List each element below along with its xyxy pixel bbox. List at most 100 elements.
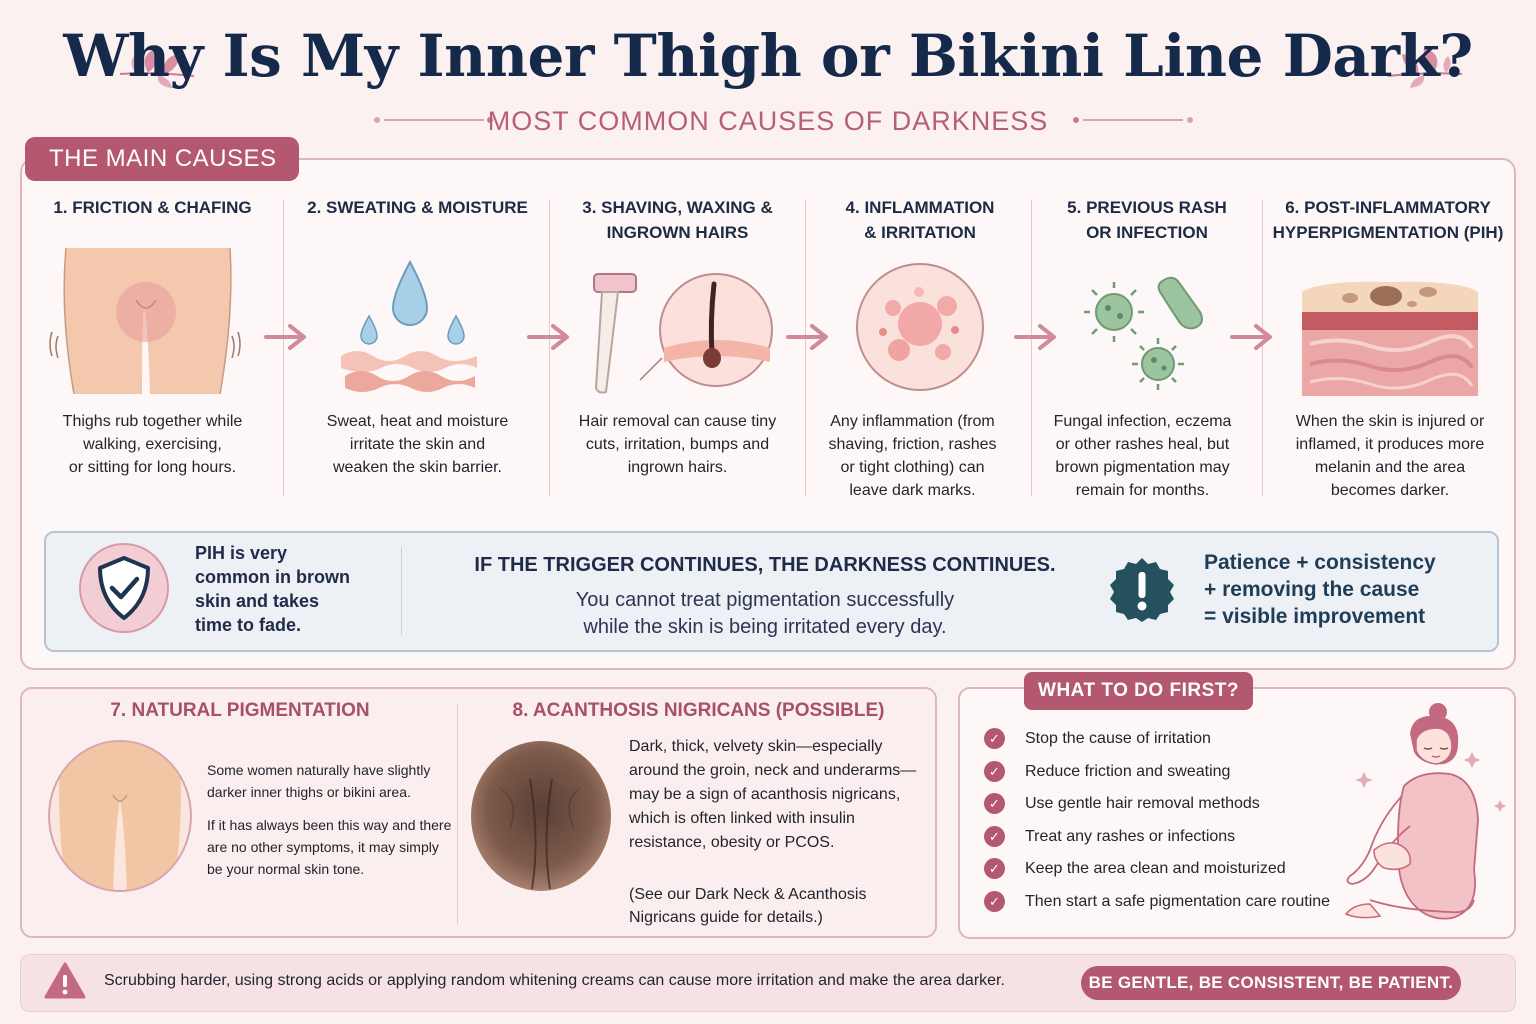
cause-title: 3. SHAVING, WAXING & [582, 198, 773, 217]
cause-text-line: Sweat, heat and moisture [326, 413, 509, 430]
column-divider [283, 200, 284, 496]
cause-text-line: remain for months. [1075, 482, 1210, 499]
todo-item: ✓ Stop the cause of irritation [984, 727, 1384, 751]
strip-divider [401, 547, 402, 635]
thighs-friction-icon [49, 247, 241, 395]
page-title: Why Is My Inner Thigh or Bikini Line Dar… [63, 22, 1473, 90]
cause-text-line: brown pigmentation may [1055, 459, 1230, 476]
todo-item: ✓ Use gentle hair removal methods [984, 792, 1384, 816]
velvety-skin-icon [471, 741, 611, 891]
natural-pigmentation-title: 7. NATURAL PIGMENTATION [110, 700, 370, 721]
acanthosis-guide-note: (See our Dark Neck & Acanthosis Nigrican… [629, 886, 867, 926]
cause-friction: 1. FRICTION & CHAFING [30, 195, 275, 220]
cause-text-line: walking, exercising, [83, 436, 222, 453]
check-icon: ✓ [984, 858, 1005, 880]
trigger-text-line: You cannot treat pigmentation successful… [575, 589, 955, 611]
cause-shaving: 3. SHAVING, WAXING & INGROWN HAIRS [555, 195, 800, 245]
subtitle-rule-left [374, 117, 493, 123]
patience-line: + removing the cause [1204, 578, 1420, 601]
cause-title: 6. POST-INFLAMMATORY [1285, 198, 1491, 217]
skin-layers-icon [1302, 281, 1478, 396]
acanthosis-title: 8. ACANTHOSIS NIGRICANS (POSSIBLE) [512, 700, 885, 721]
check-icon: ✓ [984, 728, 1005, 750]
natural-skin-icon [48, 740, 192, 892]
cause-title: 1. FRICTION & CHAFING [53, 198, 252, 217]
page-subtitle: MOST COMMON CAUSES OF DARKNESS [487, 106, 1049, 136]
section-tag-what-to-do: WHAT TO DO FIRST? [1024, 672, 1253, 710]
cause-title: 4. INFLAMMATION [845, 198, 995, 217]
panel-divider [457, 704, 458, 924]
footer-motto-pill: BE GENTLE, BE CONSISTENT, BE PATIENT. [1081, 966, 1461, 1000]
cause-text-block: Any inflammation (from shaving, friction… [810, 410, 1015, 502]
cause-sweating: 2. SWEATING & MOISTURE [290, 195, 545, 220]
cause-title: 2. SWEATING & MOISTURE [307, 198, 528, 217]
check-icon: ✓ [984, 793, 1005, 815]
cause-text-line: melanin and the area [1314, 459, 1466, 476]
natural-pigmentation-text: If it has always been this way and there… [207, 817, 452, 877]
check-icon: ✓ [984, 761, 1005, 783]
cause-text-line: Hair removal can cause tiny [578, 413, 777, 430]
pih-note-line: PIH is very [195, 543, 288, 563]
cause-text-line: inflamed, it produces more [1295, 436, 1485, 453]
warning-triangle-icon [44, 962, 86, 999]
todo-item: ✓ Keep the area clean and moisturized [984, 857, 1384, 881]
leaf-sprig-icon [119, 48, 195, 88]
section-tag-main-causes: THE MAIN CAUSES [25, 137, 299, 181]
cause-text-line: weaken the skin barrier. [333, 459, 502, 476]
check-icon: ✓ [984, 826, 1005, 848]
cause-text-line: or other rashes heal, but [1055, 436, 1230, 453]
cause-title: HYPERPIGMENTATION (PIH) [1272, 223, 1504, 242]
column-divider [1031, 200, 1032, 496]
subtitle-rule-right [1073, 117, 1193, 123]
column-divider [1262, 200, 1263, 496]
cause-text-line: or sitting for long hours. [68, 459, 237, 476]
todo-item: ✓Reduce friction and sweating [984, 760, 1384, 784]
todo-item: ✓ Treat any rashes or infections [984, 825, 1384, 849]
todo-item-label: Stop the cause of irritation [1025, 730, 1211, 747]
todo-item-label: Use gentle hair removal methods [1025, 795, 1260, 812]
pih-note-line: common in brown [195, 567, 350, 587]
cause-text-line: or tight clothing) can [840, 459, 985, 476]
arrow-right-icon [786, 324, 828, 350]
todo-item-label: Then start a safe pigmentation care rout… [1025, 893, 1331, 910]
acanthosis-text: Dark, thick, velvety skin—especially aro… [629, 738, 917, 851]
todo-item: ✓ Then start a safe pigmentation care rou… [984, 890, 1384, 914]
pih-note: PIH is very common in brown skin and tak… [195, 541, 395, 637]
pih-note-line: skin and takes [195, 591, 320, 611]
microbe-icon [1084, 276, 1203, 390]
cause-title: & IRRITATION [864, 223, 976, 242]
cause-text-line: When the skin is injured or [1295, 413, 1485, 430]
cause-text-line: Fungal infection, eczema [1053, 413, 1232, 430]
cause-title: OR INFECTION [1086, 223, 1208, 242]
arrow-right-icon [1014, 324, 1056, 350]
cause-title: 5. PREVIOUS RASH [1067, 198, 1227, 217]
cause-text-line: shaving, friction, rashes [828, 436, 997, 453]
arrow-right-icon [264, 324, 306, 350]
cause-text-line: cuts, irritation, bumps and [585, 436, 770, 453]
patience-line: Patience + consistency [1204, 551, 1436, 574]
inflamed-skin-icon [856, 263, 984, 391]
trigger-text-line: while the skin is being irritated every … [583, 616, 947, 638]
razor-hair-icon [593, 273, 773, 394]
cause-text-line: ingrown hairs. [627, 459, 728, 476]
todo-item-label: Keep the area clean and moisturized [1025, 860, 1286, 877]
sweat-drops-icon [341, 259, 477, 392]
cause-inflammation: 4. INFLAMMATION & IRRITATION [810, 195, 1030, 245]
cause-title: INGROWN HAIRS [606, 223, 749, 242]
cause-text-block: Hair removal can cause tiny cuts, irrita… [555, 410, 800, 490]
natural-pigmentation-text: Some women naturally have slightly darke… [207, 762, 431, 800]
info-strip [44, 531, 1499, 652]
todo-item-label: Treat any rashes or infections [1025, 828, 1236, 845]
column-divider [805, 200, 806, 496]
cause-text-line: Any inflammation (from [830, 413, 995, 430]
woman-sitting-illustration [1344, 703, 1506, 920]
shield-check-icon [79, 543, 169, 633]
trigger-text: You cannot treat pigmentation successful… [410, 587, 1120, 641]
cause-text-block: Sweat, heat and moisture irritate the sk… [290, 410, 545, 490]
patience-note: Patience + consistency + removing the ca… [1204, 549, 1494, 630]
pih-note-line: time to fade. [195, 615, 302, 635]
arrow-right-icon [527, 324, 569, 350]
check-icon: ✓ [984, 891, 1005, 913]
footer-warning-text: Scrubbing harder, using strong acids or … [104, 972, 1005, 989]
column-divider [549, 200, 550, 496]
